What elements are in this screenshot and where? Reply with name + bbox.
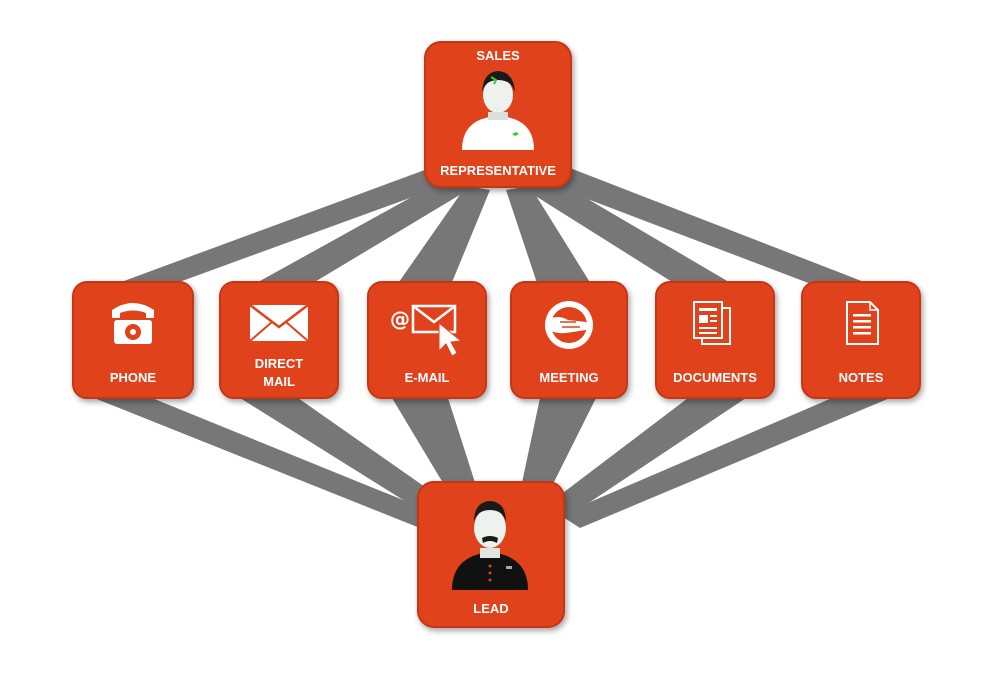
- sales-representative-node: SALES REPRESENTATIVE: [424, 41, 572, 188]
- channel-label-meeting: MEETING: [539, 370, 598, 385]
- lead-person-icon: [452, 501, 528, 590]
- bottom-connectors: [94, 398, 890, 528]
- connector-direct-mail-lead: [240, 398, 455, 518]
- channel-meeting: MEETING: [510, 281, 628, 399]
- connector-documents-lead: [543, 398, 746, 518]
- connector-meeting-lead: [520, 398, 596, 498]
- channel-label-direct-mail-2: MAIL: [263, 374, 295, 389]
- representative-label: REPRESENTATIVE: [440, 163, 556, 178]
- lead-node: LEAD: [417, 481, 565, 628]
- handshake-icon: [545, 301, 593, 349]
- connector-top-phone: [94, 168, 448, 292]
- connector-top-documents: [526, 178, 746, 292]
- channel-direct-mail: DIRECT MAIL: [219, 281, 339, 399]
- svg-text:@: @: [390, 307, 410, 331]
- envelope-icon: [249, 304, 309, 342]
- connector-phone-lead: [94, 398, 440, 528]
- connector-top-notes: [548, 168, 890, 292]
- email-at-icon: @: [390, 304, 463, 357]
- channel-label-direct-mail-1: DIRECT: [255, 356, 303, 371]
- connector-top-direct-mail: [240, 178, 468, 292]
- connector-top-meeting: [506, 186, 596, 292]
- channel-documents: DOCUMENTS: [655, 281, 775, 399]
- connector-email-lead: [392, 398, 478, 498]
- channel-label-email: E-MAIL: [405, 370, 450, 385]
- phone-icon: [112, 303, 154, 344]
- connector-notes-lead: [560, 398, 890, 528]
- top-connectors: [94, 168, 890, 292]
- documents-icon: [693, 301, 731, 345]
- notes-icon: [846, 301, 879, 345]
- channel-notes: NOTES: [801, 281, 921, 399]
- sales-rep-person-icon: [462, 71, 534, 150]
- connector-top-email: [392, 186, 490, 292]
- sales-label: SALES: [476, 48, 520, 63]
- channel-phone: PHONE: [72, 281, 194, 399]
- channel-label-phone: PHONE: [110, 370, 157, 385]
- lead-label: LEAD: [473, 601, 508, 616]
- channel-email: @ E-MAIL: [367, 281, 487, 399]
- channel-label-documents: DOCUMENTS: [673, 370, 757, 385]
- channel-label-notes: NOTES: [839, 370, 884, 385]
